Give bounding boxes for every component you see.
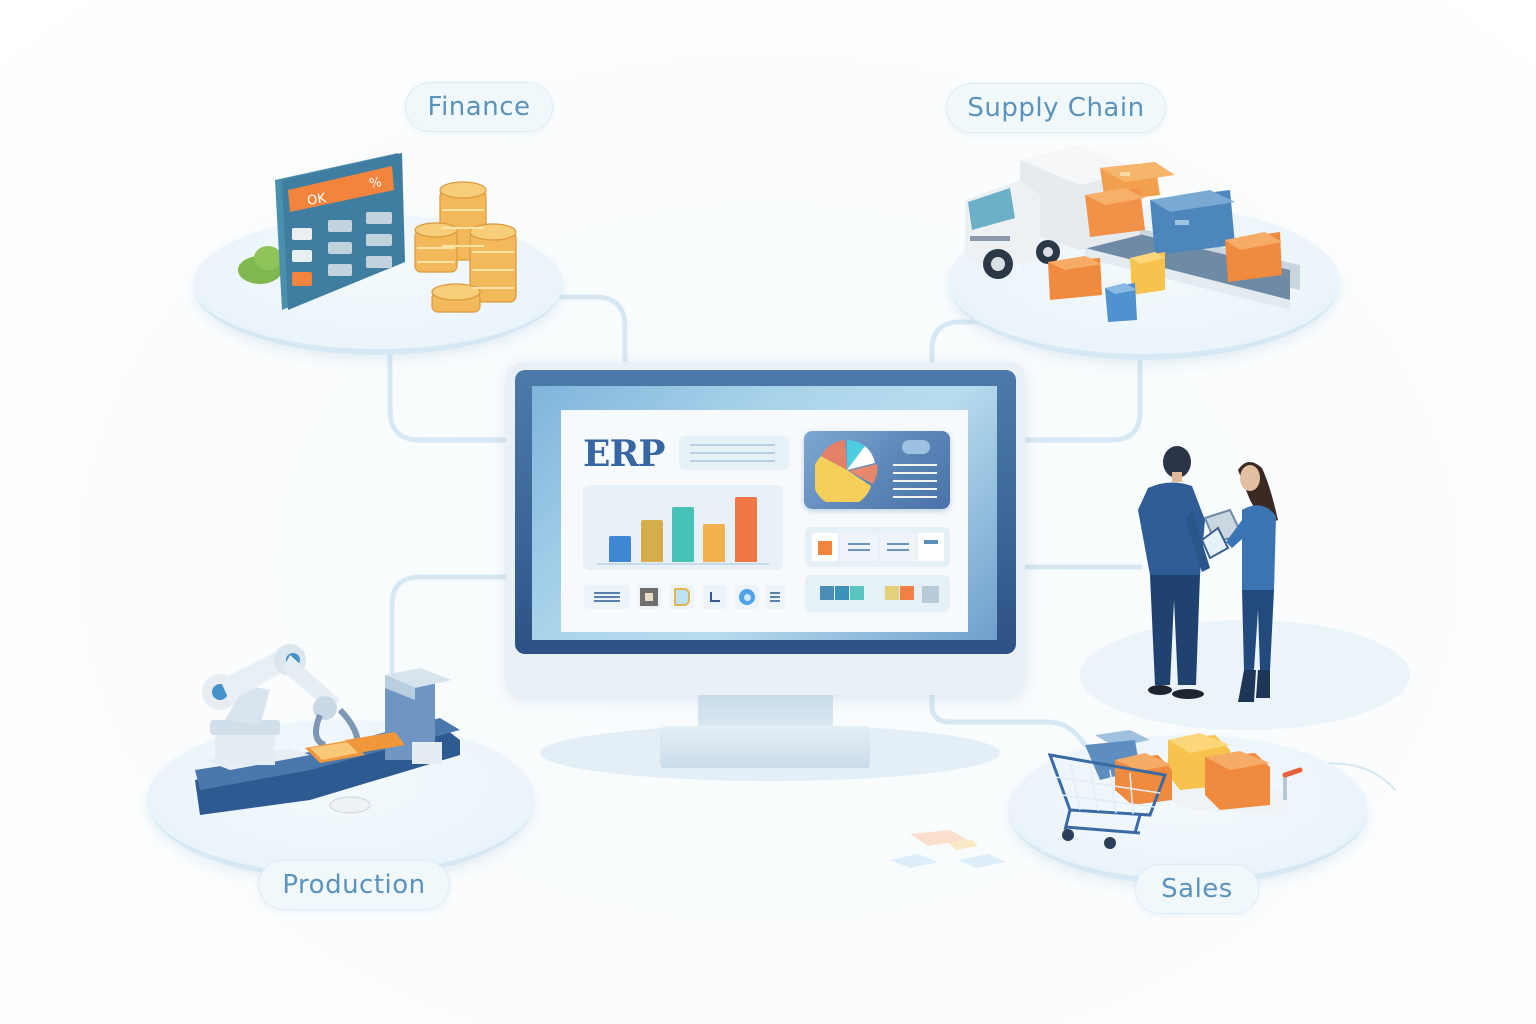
pie-chart bbox=[815, 440, 878, 502]
production-illustration bbox=[195, 644, 460, 815]
pie-card-pill bbox=[902, 440, 930, 454]
pie-card-line bbox=[893, 472, 937, 474]
business-people-illustration bbox=[1138, 446, 1278, 702]
header-line bbox=[690, 460, 775, 462]
floor-tiles-decoration bbox=[890, 830, 1006, 868]
swatch-4 bbox=[885, 586, 899, 600]
bar-4 bbox=[703, 524, 725, 562]
summary-tile bbox=[918, 533, 944, 561]
swatch-6 bbox=[922, 586, 939, 603]
orange-indicator-icon bbox=[818, 541, 832, 555]
summary-line bbox=[848, 549, 870, 551]
swatch-5 bbox=[900, 586, 914, 600]
square-icon bbox=[640, 588, 658, 606]
summary-line bbox=[848, 543, 870, 545]
swatch-3 bbox=[850, 586, 864, 600]
boxes-icon bbox=[1048, 162, 1282, 322]
bar-1 bbox=[609, 536, 631, 562]
businesswoman-figure bbox=[1226, 461, 1278, 702]
document-icon bbox=[674, 588, 690, 606]
swatch-2 bbox=[835, 586, 849, 600]
sales-label: Sales bbox=[1135, 864, 1259, 914]
square-icon-button[interactable] bbox=[637, 585, 661, 609]
calculator-icon: OK % bbox=[275, 153, 405, 310]
shopping-cart-icon bbox=[1047, 730, 1172, 849]
businessman-figure bbox=[1138, 446, 1210, 699]
list-icon bbox=[594, 592, 620, 602]
menu-icon-button[interactable] bbox=[765, 585, 785, 609]
bar-3 bbox=[672, 507, 694, 562]
pie-card-line bbox=[893, 464, 937, 466]
chart-baseline bbox=[597, 563, 769, 565]
supply-chain-label: Supply Chain bbox=[946, 83, 1166, 133]
bar-5 bbox=[735, 497, 757, 562]
summary-tile bbox=[880, 533, 916, 561]
summary-tile-bar bbox=[924, 540, 938, 544]
summary-line bbox=[887, 543, 909, 545]
svg-text:OK: OK bbox=[306, 191, 328, 209]
boxes-icon bbox=[1168, 733, 1270, 810]
swatch-1 bbox=[820, 586, 834, 600]
summary-tile bbox=[840, 533, 878, 561]
bar-chart bbox=[603, 490, 773, 562]
erp-logo: ERP bbox=[583, 433, 665, 475]
product-trays bbox=[305, 732, 405, 763]
pie-card-line bbox=[893, 488, 937, 490]
circle-icon bbox=[739, 589, 755, 605]
circle-icon-button[interactable] bbox=[735, 585, 759, 609]
bar-2 bbox=[641, 520, 663, 562]
svg-text:%: % bbox=[368, 175, 383, 192]
corner-icon bbox=[710, 592, 720, 602]
menu-icon bbox=[770, 592, 780, 602]
header-line bbox=[690, 444, 775, 446]
supply-chain-illustration bbox=[965, 145, 1300, 322]
pie-card-line bbox=[893, 480, 937, 482]
finance-label: Finance bbox=[405, 82, 553, 132]
summary-line bbox=[887, 549, 909, 551]
coin-stacks-icon bbox=[414, 181, 517, 313]
pie-card-line bbox=[893, 496, 937, 498]
corner-icon-button[interactable] bbox=[703, 585, 727, 609]
leaf-icon bbox=[238, 246, 282, 284]
monitor-stand-neck bbox=[698, 695, 833, 731]
finance-illustration: OK % bbox=[238, 153, 517, 313]
sales-illustration bbox=[1047, 730, 1303, 849]
document-icon-button[interactable] bbox=[670, 585, 694, 609]
header-line bbox=[690, 452, 775, 454]
monitor-stand-base bbox=[660, 726, 870, 768]
production-label: Production bbox=[258, 860, 450, 910]
list-icon-button[interactable] bbox=[584, 585, 630, 609]
